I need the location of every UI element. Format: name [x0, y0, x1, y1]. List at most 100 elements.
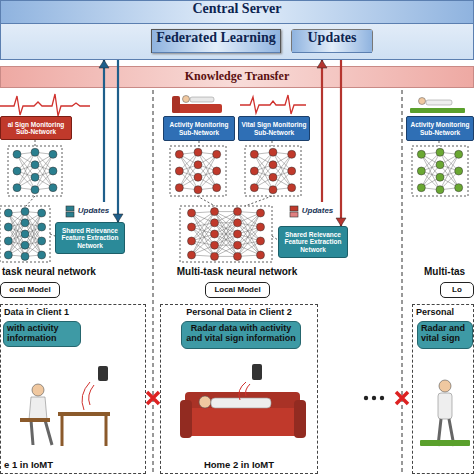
neural-network-drawings [0, 146, 468, 262]
network-neuron [49, 184, 57, 192]
ellipsis-dot [372, 396, 376, 400]
node-text: Lo [452, 286, 462, 295]
network-neuron [49, 150, 57, 158]
network-neuron [250, 150, 258, 158]
subnetwork-box: Activity Monitoring Sub-Network [406, 116, 474, 141]
network-neuron [4, 223, 12, 231]
node-text: Data in Client 1 [1, 307, 145, 317]
network-frame [8, 146, 62, 196]
mat-icon [410, 108, 465, 113]
person-body [29, 397, 47, 420]
network-neuron [38, 223, 46, 231]
arrow-connector [113, 60, 123, 222]
network-neuron [211, 252, 219, 260]
network-neuron [21, 252, 29, 260]
node-text: Local Model [214, 286, 260, 295]
shared-network-box: Shared Relevance Feature Extraction Netw… [278, 226, 348, 258]
updates-square [66, 212, 74, 217]
network-neuron [213, 184, 221, 192]
leader-line [199, 141, 200, 146]
network-frame [412, 146, 468, 196]
leader-line [272, 141, 273, 146]
network-neuron [31, 148, 39, 156]
node-text: Updates [78, 207, 110, 216]
node-text: Vital Sign Monitoring Sub-Network [239, 121, 309, 135]
network-neuron [257, 251, 265, 259]
data-box: Radar and vital sign [417, 321, 473, 349]
network-link [215, 223, 238, 257]
network-neuron [194, 148, 202, 156]
network-neuron [417, 150, 425, 158]
network-neuron [194, 186, 202, 194]
network-neuron [21, 208, 29, 216]
network-neuron [31, 186, 39, 194]
caption-label: task neural network [2, 266, 152, 277]
network-neuron [175, 184, 183, 192]
caption-label: Multi-task neural network [157, 266, 317, 277]
network-neuron [211, 208, 219, 216]
table-legs [62, 416, 106, 446]
arrow-head [99, 60, 109, 68]
network-link [215, 223, 238, 257]
network-neuron [21, 241, 29, 249]
network-neuron [269, 173, 277, 181]
person-body [438, 393, 452, 419]
chair [20, 418, 50, 422]
leader-line [439, 141, 440, 146]
network-neuron [13, 167, 21, 175]
network-neuron [436, 186, 444, 194]
network-neuron [257, 209, 265, 217]
network-neuron [213, 167, 221, 175]
network-neuron [188, 223, 196, 231]
caption-label: Multi-tas [424, 266, 474, 277]
network-neuron [4, 237, 12, 245]
ellipsis-dot [364, 396, 368, 400]
node-text: Shared Relevance Feature Extraction Netw… [279, 231, 347, 252]
node-text: ocal Model [9, 286, 50, 295]
network-neuron [417, 184, 425, 192]
node-text: Radar and vital sign [418, 324, 472, 344]
node-text: Personal [413, 307, 473, 317]
network-neuron [234, 219, 242, 227]
network-neuron [269, 148, 277, 156]
node-text: e 1 in IoMT [1, 459, 145, 470]
network-neuron [257, 223, 265, 231]
person-head [199, 396, 211, 408]
network-neuron [417, 167, 425, 175]
updates-icon [289, 205, 299, 218]
node-text: al Sign Monitoring Sub-Network [1, 121, 71, 135]
network-neuron [455, 184, 463, 192]
data-box: Radar data with activity and vital sign … [181, 321, 301, 349]
arrow-connector [317, 60, 327, 202]
leader-line [197, 196, 215, 206]
network-neuron [436, 173, 444, 181]
network-neuron [13, 150, 21, 158]
updates-box: Updates [62, 202, 112, 220]
network-neuron [188, 237, 196, 245]
network-neuron [188, 209, 196, 217]
network-neuron [194, 173, 202, 181]
network-neuron [175, 150, 183, 158]
person-legs [31, 420, 52, 445]
node-text: Federated Learning [152, 30, 280, 53]
network-neuron [13, 184, 21, 192]
node-text: Activity Monitoring Sub-Network [164, 121, 234, 135]
ellipsis-dot [380, 396, 384, 400]
network-neuron [21, 219, 29, 227]
network-neuron [49, 167, 57, 175]
network-neuron [455, 150, 463, 158]
network-link [215, 212, 238, 246]
subnetwork-box: al Sign Monitoring Sub-Network [0, 116, 72, 140]
ecg-wave [0, 94, 90, 116]
network-neuron [269, 186, 277, 194]
network-neuron [257, 237, 265, 245]
data-box: with activity information [3, 321, 81, 347]
network-neuron [455, 167, 463, 175]
connector-line [117, 60, 119, 222]
network-neuron [175, 167, 183, 175]
network-neuron [211, 230, 219, 238]
network-neuron [213, 150, 221, 158]
person-head [439, 380, 451, 392]
network-frame [180, 206, 272, 262]
network-neuron [288, 167, 296, 175]
